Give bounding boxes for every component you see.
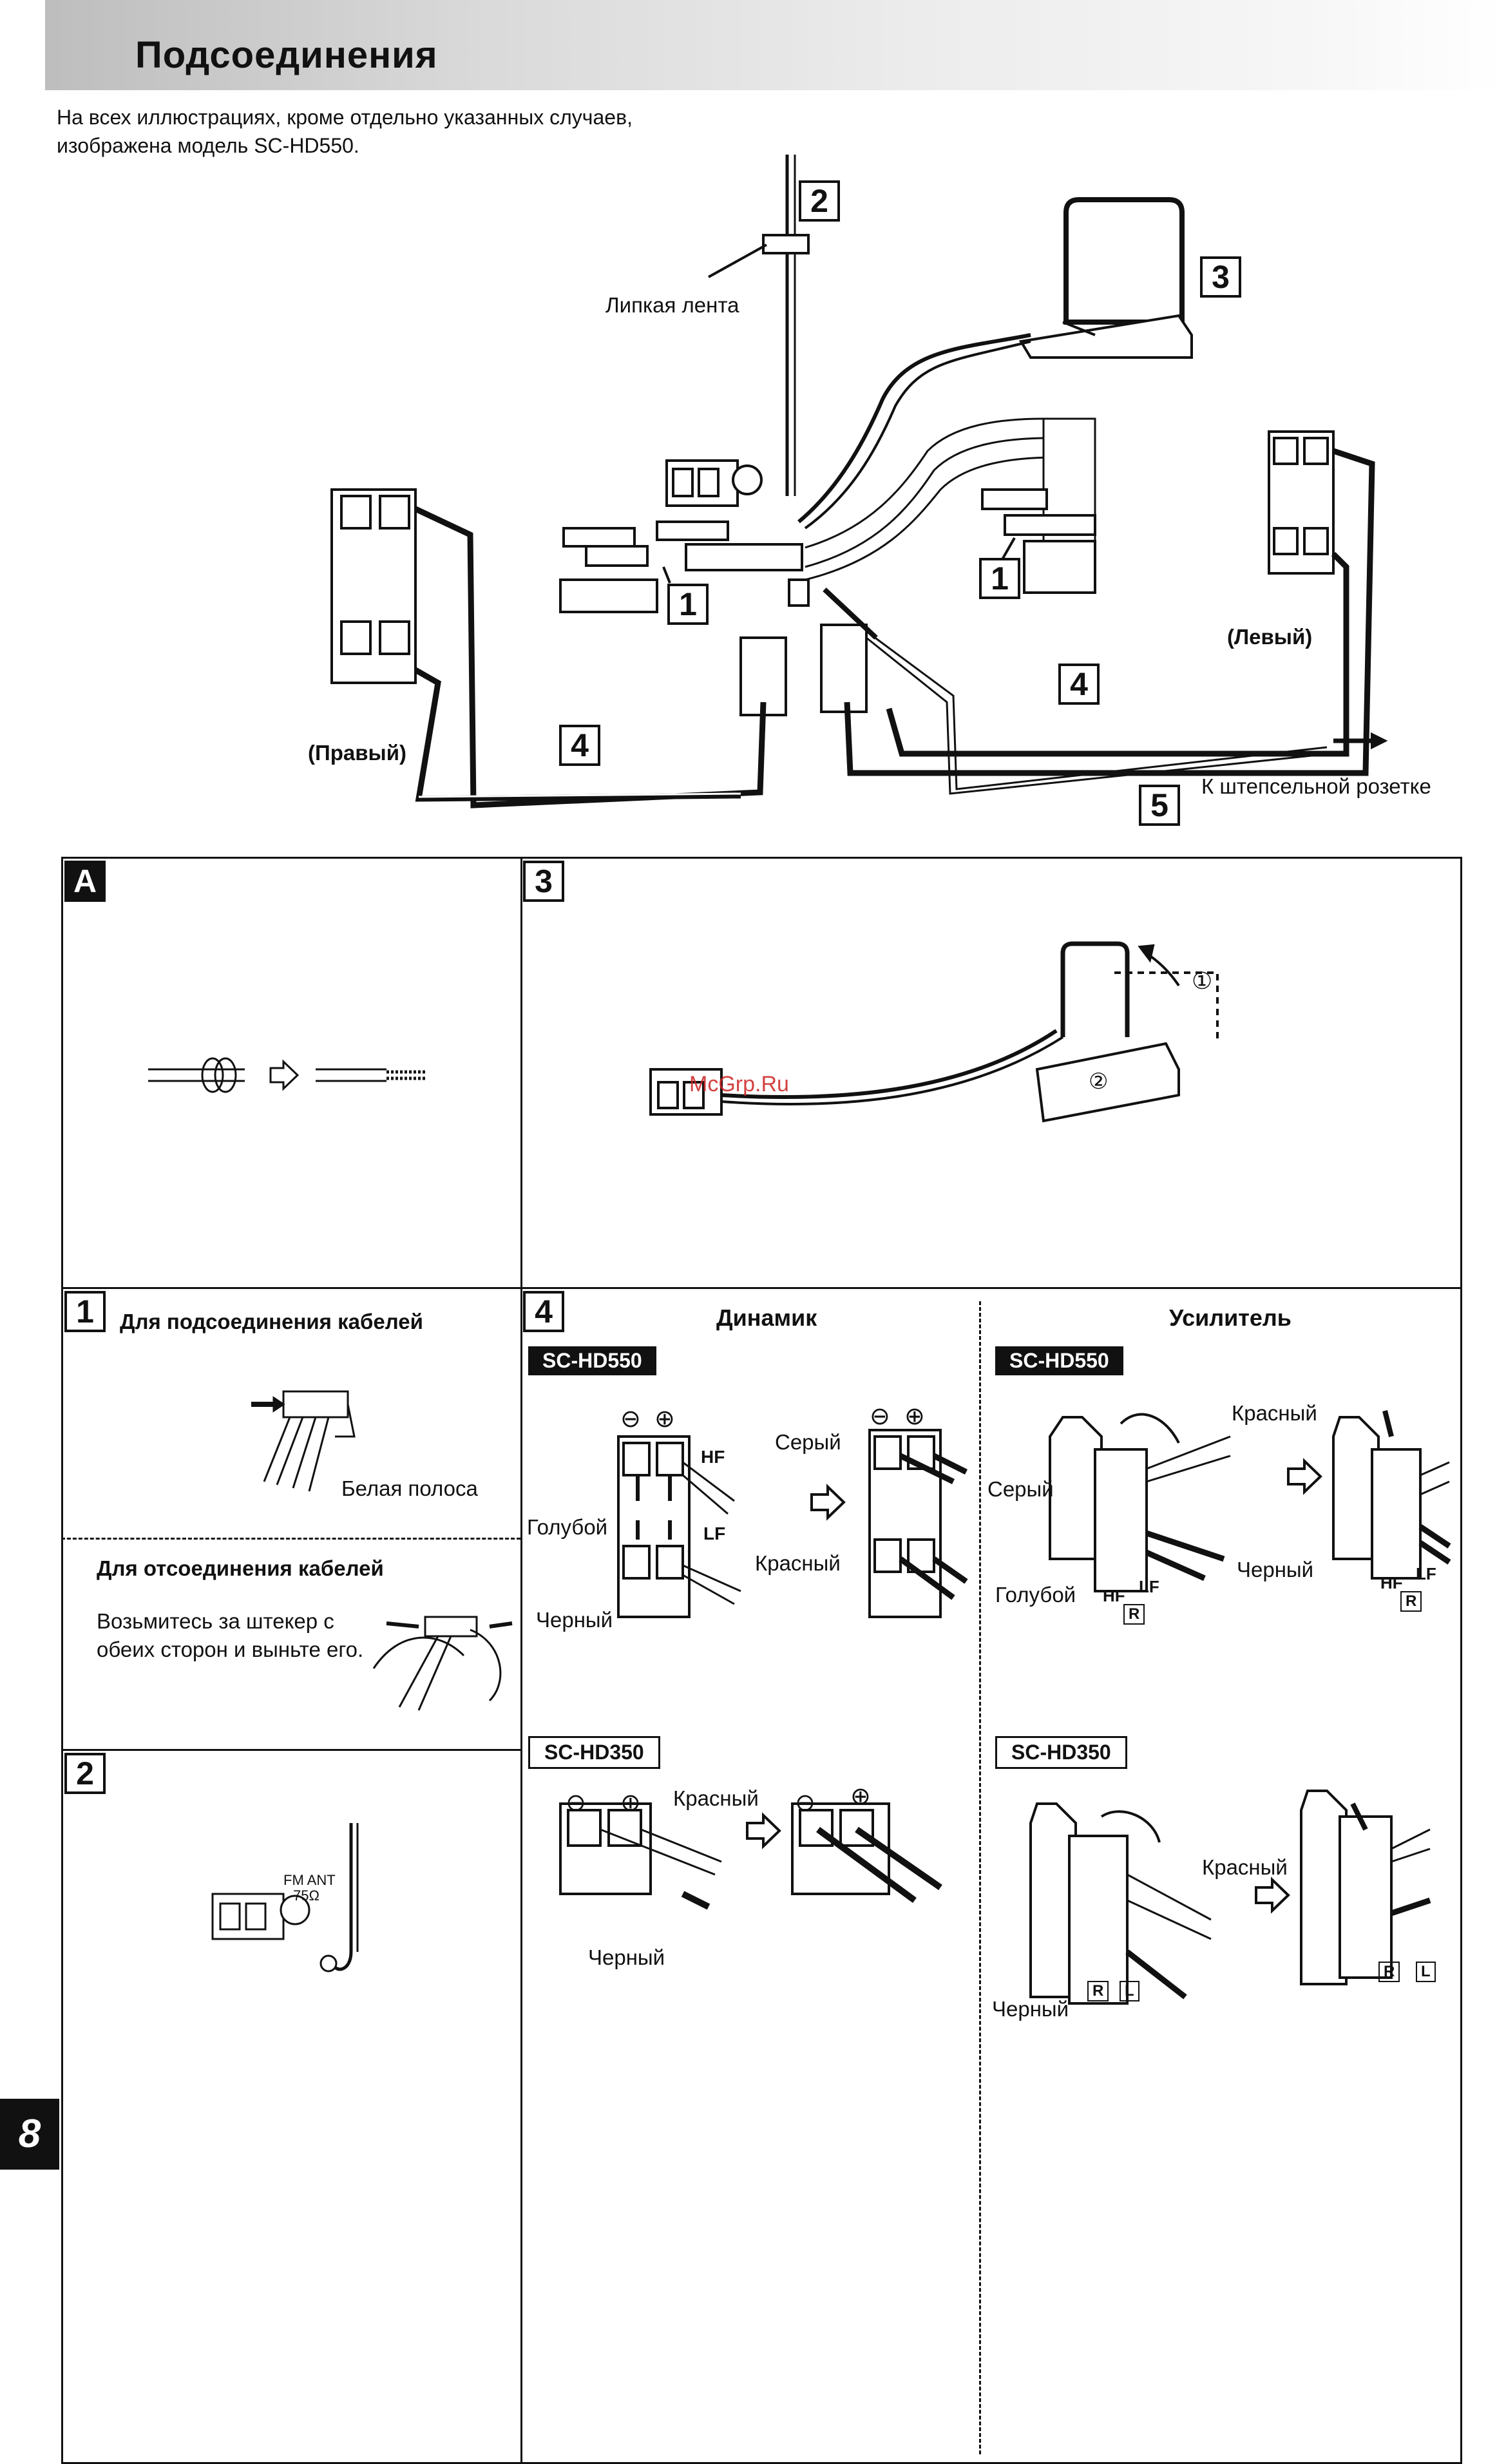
- panel-divider-row2: [61, 1749, 520, 1751]
- section-1-marker: 1: [64, 1291, 106, 1332]
- speaker-350-after-plus: ⊕: [850, 1783, 871, 1810]
- speaker-550-black-label: Черный: [536, 1608, 613, 1632]
- amp-350-r-badge: R: [1087, 1981, 1109, 2001]
- amp-550-after-hf: HF: [1380, 1573, 1403, 1592]
- disconnect-cables-heading: Для отсоединения кабелей: [97, 1556, 384, 1580]
- callout-4-right: 4: [559, 725, 600, 766]
- section-4-marker: 4: [523, 1291, 564, 1332]
- amp-550-grey-label: Серый: [987, 1477, 1054, 1501]
- left-speaker-label: (Левый): [1227, 625, 1313, 649]
- amp-550-black-label: Черный: [1237, 1558, 1314, 1581]
- panel-divider-dashed-1: [61, 1538, 520, 1540]
- speaker-550-wiring: [617, 1429, 968, 1618]
- speaker-550-blue-label: Голубой: [527, 1515, 608, 1539]
- speaker-350-wiring: [559, 1802, 942, 1910]
- amplifier-heading: Усилитель: [1169, 1304, 1292, 1331]
- amp-550-blue-label: Голубой: [995, 1583, 1076, 1607]
- speaker-550-lf-label: LF: [703, 1523, 726, 1543]
- amp-350-black-label: Черный: [992, 1997, 1069, 2021]
- speaker-350-minus: ⊖: [566, 1790, 586, 1817]
- section-a-marker: A: [64, 861, 106, 902]
- antenna-step-2: ②: [1089, 1069, 1108, 1094]
- main-connection-diagram: [330, 155, 1388, 808]
- wire-twist-illustration: [148, 1057, 425, 1093]
- amp-350-l-badge: L: [1120, 1981, 1139, 2001]
- fm-ohm-label: 75Ω: [293, 1887, 319, 1904]
- header-band: [45, 0, 1506, 90]
- antenna-step-1: ①: [1192, 968, 1212, 995]
- outlet-label: К штепсельной розетке: [1201, 774, 1431, 798]
- speaker-550-plus: ⊕: [654, 1406, 675, 1433]
- fm-ant-label: FM ANT: [283, 1872, 336, 1888]
- speaker-350-red-label: Красный: [673, 1786, 759, 1810]
- amp-550-r-badge: R: [1123, 1604, 1145, 1625]
- amp-350-wiring: [1029, 1790, 1431, 2005]
- ribbon-disconnect-illustration: [372, 1616, 513, 1711]
- page-title: Подсоединения: [135, 34, 438, 76]
- section-3-marker: 3: [523, 861, 564, 902]
- disconnect-cables-text: Возьмитесь за штекер с обеих сторон и вы…: [97, 1609, 364, 1661]
- speaker-heading: Динамик: [716, 1304, 817, 1331]
- model-badge-speaker-550: SC-HD550: [528, 1346, 656, 1375]
- speaker-550-hf-label: HF: [701, 1447, 725, 1467]
- page-number: 8: [0, 2099, 59, 2170]
- panel-divider-vertical: [520, 857, 522, 2464]
- amp-350-after-r-badge: R: [1378, 1962, 1400, 1982]
- callout-3: 3: [1200, 256, 1241, 298]
- callout-1-right: 1: [979, 558, 1020, 599]
- fm-antenna-terminal-illustration: [211, 1823, 359, 1972]
- ribbon-connect-illustration: [251, 1390, 356, 1492]
- panel-divider-row1: [61, 1287, 1462, 1289]
- tape-label: Липкая лента: [605, 293, 739, 317]
- section-2-marker: 2: [64, 1753, 106, 1794]
- amp-550-lf-label: LF: [1139, 1577, 1159, 1596]
- amp-550-after-lf: LF: [1416, 1564, 1436, 1583]
- amp-350-red-label: Красный: [1202, 1855, 1288, 1879]
- white-stripe-label: Белая полоса: [341, 1476, 478, 1500]
- speaker-550-minus: ⊖: [620, 1406, 641, 1433]
- callout-4-left: 4: [1058, 664, 1100, 705]
- connect-cables-heading: Для подсоединения кабелей: [120, 1310, 423, 1333]
- callout-1-left: 1: [667, 584, 709, 625]
- amp-550-wiring: [1049, 1410, 1451, 1592]
- loop-antenna-illustration: ① ②: [649, 941, 1219, 1123]
- amp-550-after-r-badge: R: [1400, 1591, 1422, 1612]
- watermark: McGrp.Ru: [689, 1072, 789, 1096]
- speaker-350-plus: ⊕: [620, 1790, 641, 1817]
- speaker-550-after-plus: ⊕: [904, 1403, 925, 1430]
- right-speaker-label: (Правый): [308, 741, 406, 765]
- speaker-350-after-minus: ⊖: [795, 1790, 815, 1817]
- model-badge-amp-350: SC-HD350: [995, 1736, 1127, 1769]
- speaker-350-black-label: Черный: [588, 1945, 665, 1969]
- model-badge-speaker-350: SC-HD350: [528, 1736, 660, 1769]
- amp-550-hf-label: HF: [1103, 1586, 1125, 1605]
- amp-550-red-label: Красный: [1232, 1401, 1317, 1425]
- speaker-550-grey-label: Серый: [775, 1430, 841, 1454]
- amp-350-after-l-badge: L: [1416, 1962, 1436, 1982]
- callout-5: 5: [1139, 785, 1180, 826]
- model-badge-amp-550: SC-HD550: [995, 1346, 1123, 1375]
- intro-text: На всех иллюстрациях, кроме отдельно ука…: [57, 106, 633, 157]
- speaker-550-after-minus: ⊖: [870, 1403, 890, 1430]
- panel-divider-dashed-4: [979, 1301, 981, 2454]
- callout-2: 2: [799, 180, 840, 222]
- speaker-550-red-label: Красный: [755, 1551, 841, 1575]
